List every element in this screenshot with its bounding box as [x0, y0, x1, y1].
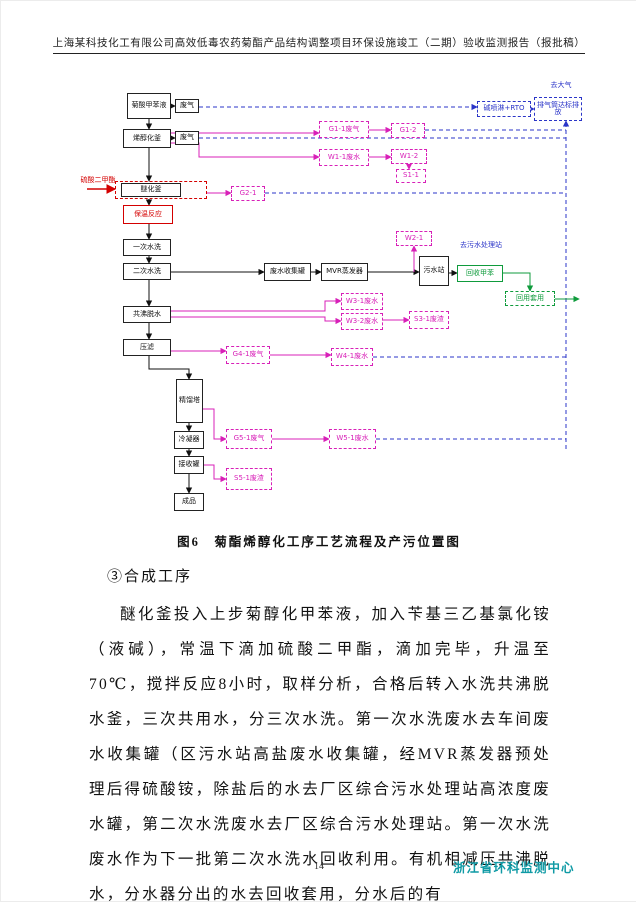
flow-line-magenta [203, 408, 227, 443]
etherification-vessel: 醚化釜 [121, 183, 181, 197]
press-filter: 压滤 [123, 339, 171, 356]
stack-discharge: 排气筒达标排放 [534, 97, 582, 121]
waste-water-w11: W1-1废水 [319, 149, 369, 166]
mvr-evaporator: MVR蒸发器 [321, 263, 368, 281]
waste-water-w21: W2-1 [396, 231, 432, 246]
waste-solid-s31: S3-1废渣 [409, 311, 449, 329]
flow-line-black [148, 356, 193, 380]
receiver: 接收罐 [174, 456, 204, 474]
holding-reaction: 保温反应 [123, 205, 173, 224]
wastewater-tank: 废水收集罐 [264, 263, 311, 281]
waste-water-w32: W3-2废水 [341, 313, 383, 330]
waste-gas-g12: G1-2 [391, 123, 425, 138]
toluene-reuse: 回用套用 [505, 291, 555, 306]
distillation-column: 精馏塔 [176, 379, 203, 423]
condenser: 冷凝器 [174, 431, 204, 449]
feed-vent: 废气 [175, 99, 199, 113]
figure-caption: 图6 菊酯烯醇化工序工艺流程及产污位置图 [177, 535, 461, 549]
waste-water-w31: W3-1废水 [341, 293, 383, 310]
report-header: 上海某科技化工有限公司高效低毒农药菊酯产品结构调整项目环保设施竣工（二期）验收监… [1, 33, 636, 54]
waste-gas-g11: G1-1废气 [319, 121, 369, 138]
flow-lines-layer [87, 102, 580, 494]
footer-brand: 浙江省环科监测中心 [453, 861, 575, 875]
waste-water-w12: W1-2 [391, 149, 427, 164]
waste-solid-s51: S5-1废渣 [226, 468, 272, 490]
flow-line-green [503, 272, 534, 292]
waste-water-w41: W4-1废水 [331, 348, 373, 366]
flow-line-magenta [171, 297, 342, 312]
page-number: 14 [314, 861, 324, 872]
enolization-vessel: 烯醇化釜 [123, 129, 171, 148]
flow-line-magenta [204, 464, 227, 483]
waste-gas-g21: G2-1 [231, 186, 265, 201]
waste-water-w51: W5-1废水 [329, 429, 376, 449]
alkali-spray-rto: 碱喷淋+RTO [477, 101, 531, 117]
enol-vent: 废气 [175, 131, 199, 145]
flow-line-magenta [171, 316, 342, 325]
to-sewage-label: 去污水处理站 [460, 241, 502, 250]
report-header-title: 上海某科技化工有限公司高效低毒农药菊酯产品结构调整项目环保设施竣工（二期）验收监… [52, 35, 586, 54]
first-wash: 一次水洗 [123, 239, 171, 256]
second-wash: 二次水洗 [123, 263, 171, 280]
toluene-recovery: 回收甲苯 [457, 265, 503, 282]
sewage-station: 污水站 [419, 256, 449, 286]
azeotropic-dehydration: 共沸脱水 [123, 306, 171, 323]
waste-solid-s11: S1-1 [396, 169, 426, 183]
section-heading: ③合成工序 [107, 569, 193, 585]
waste-gas-g51: G5-1废气 [226, 429, 272, 449]
etherification-frame [115, 181, 207, 199]
product: 成品 [174, 493, 204, 511]
dms-feed-label: 硫酸二甲酯 [80, 176, 116, 185]
body-paragraph: 醚化釜投入上步菊醇化甲苯液，加入苄基三乙基氯化铵（液碱），常温下滴加硫酸二甲酯，… [89, 606, 552, 902]
to-atmosphere-label: 去大气 [550, 81, 572, 90]
waste-gas-g41: G4-1废气 [226, 346, 270, 364]
feed-vessel: 菊酸甲苯液 [127, 93, 171, 119]
